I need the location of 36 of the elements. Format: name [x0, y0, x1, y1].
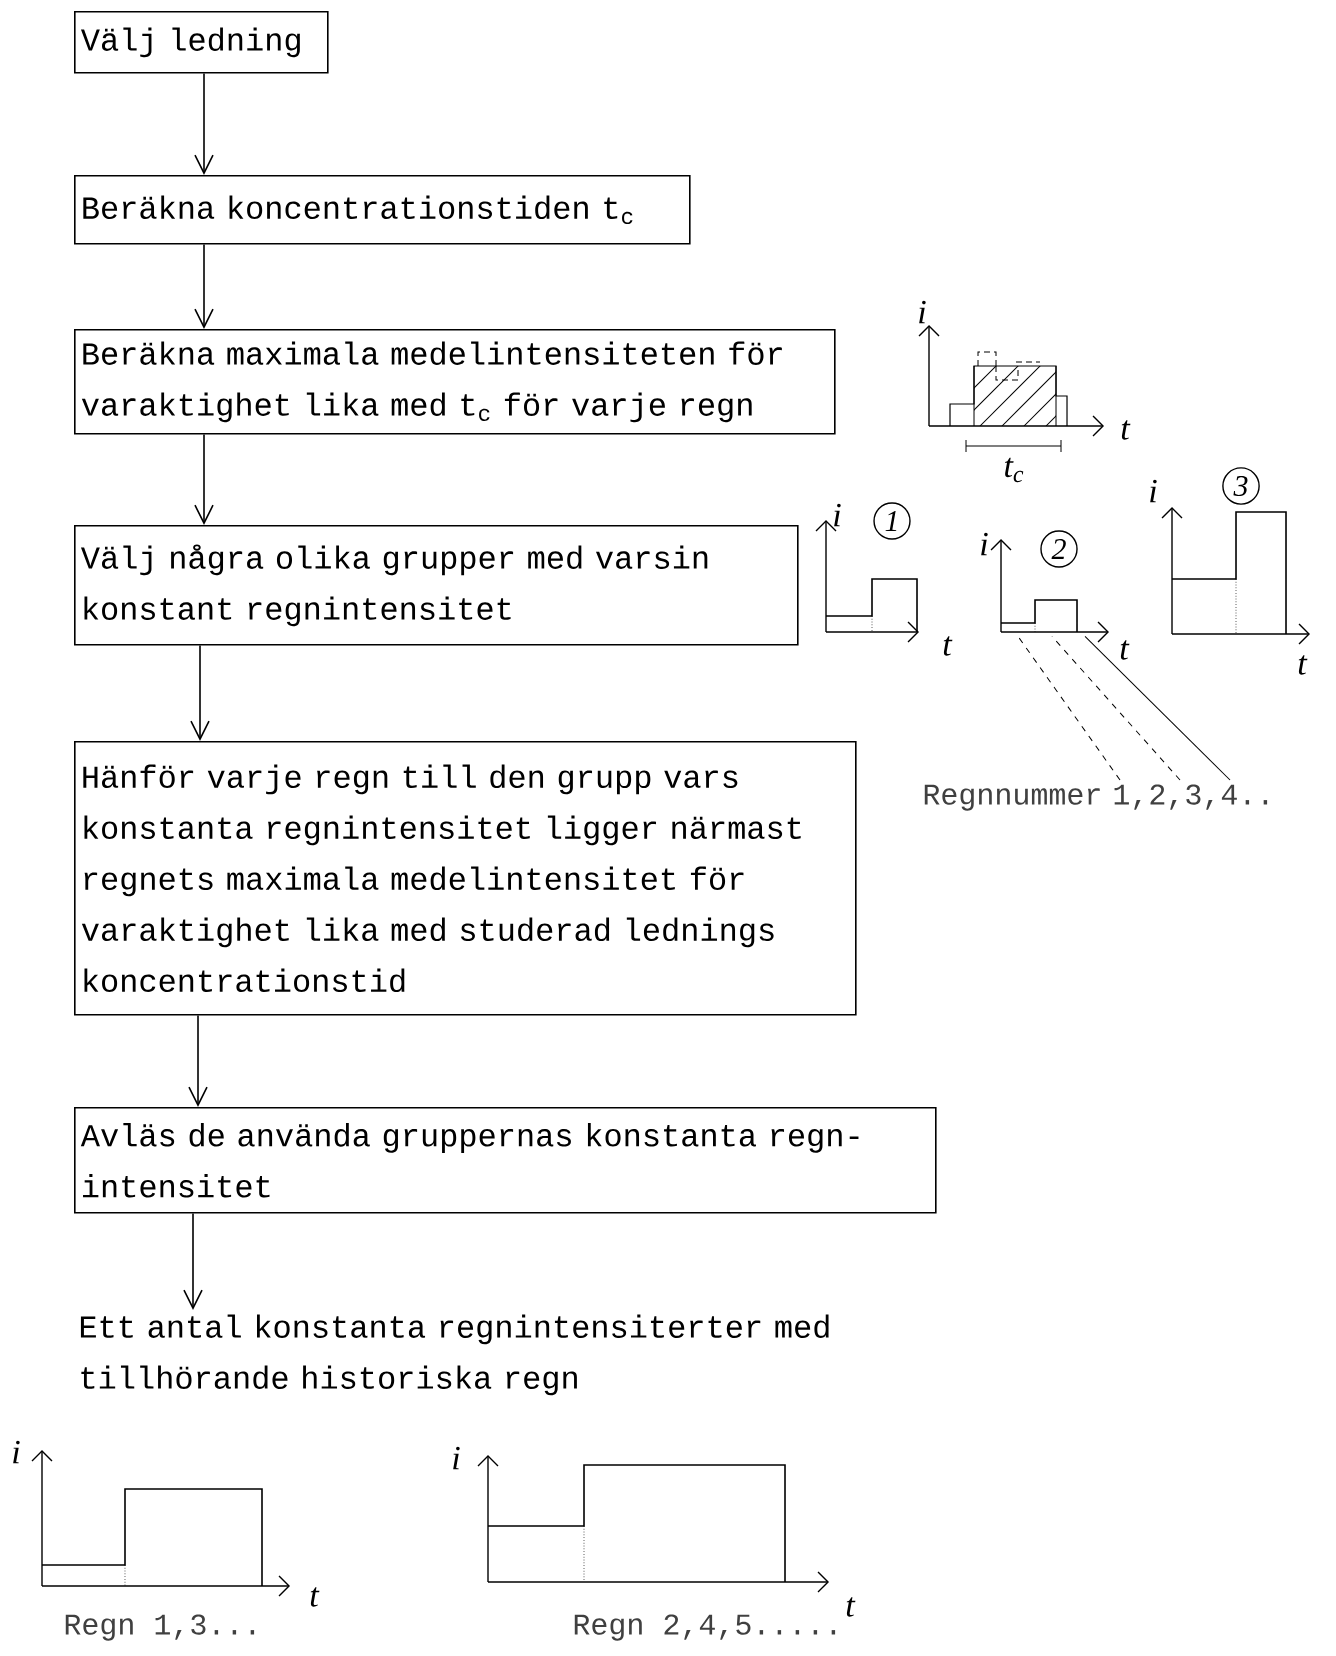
arrow	[190, 644, 210, 741]
circled-number: 3	[1222, 467, 1260, 505]
axis-letter: t	[1120, 640, 1130, 660]
process-box: Välj ledning	[74, 11, 329, 74]
axis-letter: t	[1298, 655, 1308, 675]
axis-letter: t	[310, 1587, 320, 1607]
process-box: Avläs de använda gruppernas konstanta regn- intensitet	[74, 1107, 937, 1214]
step-chart-drawing	[990, 539, 1109, 643]
axis-letter: i	[834, 503, 841, 527]
leader-line	[1017, 635, 1121, 781]
process-box: Beräkna maximala medelintensiteten för varaktighet lika med t$_{c}$ för varje regn	[74, 329, 836, 435]
circled-number: 1	[873, 502, 911, 540]
arrow	[188, 1014, 208, 1107]
chart-caption: Regn 2,4,5.....	[574, 1614, 836, 1641]
axis-letter: t$_{c}$	[1005, 457, 1024, 483]
process-box: Välj några olika grupper med varsin konstant regnintensitet	[74, 525, 799, 646]
arrow	[183, 1212, 203, 1310]
arrow	[194, 243, 214, 329]
axis-letter: i	[981, 532, 988, 556]
arrow	[194, 72, 214, 175]
leader-line	[1084, 635, 1231, 781]
process-box: Beräkna koncentrationstiden t$_{c}$	[74, 175, 691, 245]
axis-letter: t	[846, 1597, 856, 1617]
chart-caption: Regn 1,3...	[65, 1614, 255, 1641]
caption-text: Regnnummer 1,2,3,4..	[924, 784, 1268, 811]
arrow	[194, 433, 214, 525]
leader-line	[1051, 635, 1181, 781]
circled-number: 2	[1040, 530, 1078, 568]
axis-letter: i	[919, 300, 926, 324]
axis-letter: i	[1150, 479, 1157, 503]
result-text: Ett antal konstanta regnintensiterter med tillhörande historiska regn	[80, 1314, 829, 1396]
axis-letter: t	[1121, 420, 1131, 440]
axis-letter: i	[453, 1446, 460, 1470]
axis-letter: t	[943, 636, 953, 656]
process-box: Hänför varje regn till den grupp vars konstanta regnintensitet ligger närmast regnets maximala medelintensitet för varaktighet lika med studerad lednings koncentrationstid	[74, 741, 857, 1016]
axis-letter: i	[13, 1440, 20, 1464]
